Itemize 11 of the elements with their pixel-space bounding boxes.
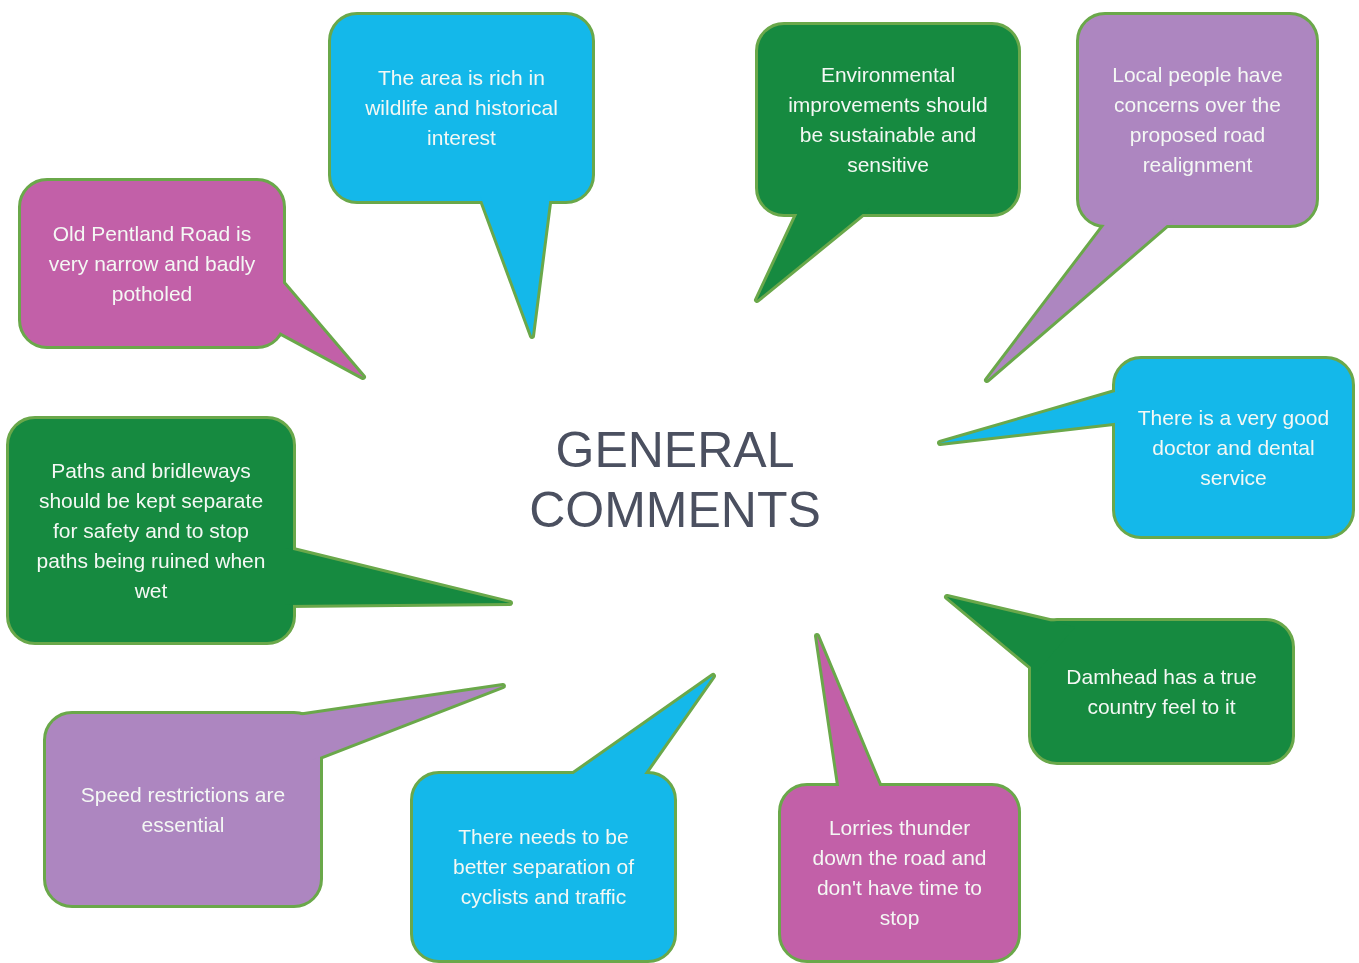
comment-text: The area is rich in wildlife and historical interest: [364, 65, 559, 151]
comment-text: There is a very good doctor and dental service: [1137, 404, 1330, 491]
comment-text: Environmental improvements should be sustainable and sensitive: [787, 61, 989, 178]
comment-text: Damhead has a true country feel to it: [1065, 663, 1258, 720]
comment-text: Lorries thunder down the road and don't have time to stop: [811, 815, 988, 931]
comment-text: Local people have concerns over the proposed road realignment: [1111, 62, 1284, 178]
comment-text: Speed restrictions are essential: [79, 781, 287, 838]
comment-text: Old Pentland Road is very narrow and badly potholed: [47, 220, 257, 307]
diagram-title: GENERAL COMMENTS: [528, 421, 822, 540]
comment-text: There needs to be better separation of cyclists and traffic: [452, 824, 635, 910]
comment-text: Paths and bridleways should be kept separate for safety and to stop paths being ruined when wet: [35, 457, 267, 604]
